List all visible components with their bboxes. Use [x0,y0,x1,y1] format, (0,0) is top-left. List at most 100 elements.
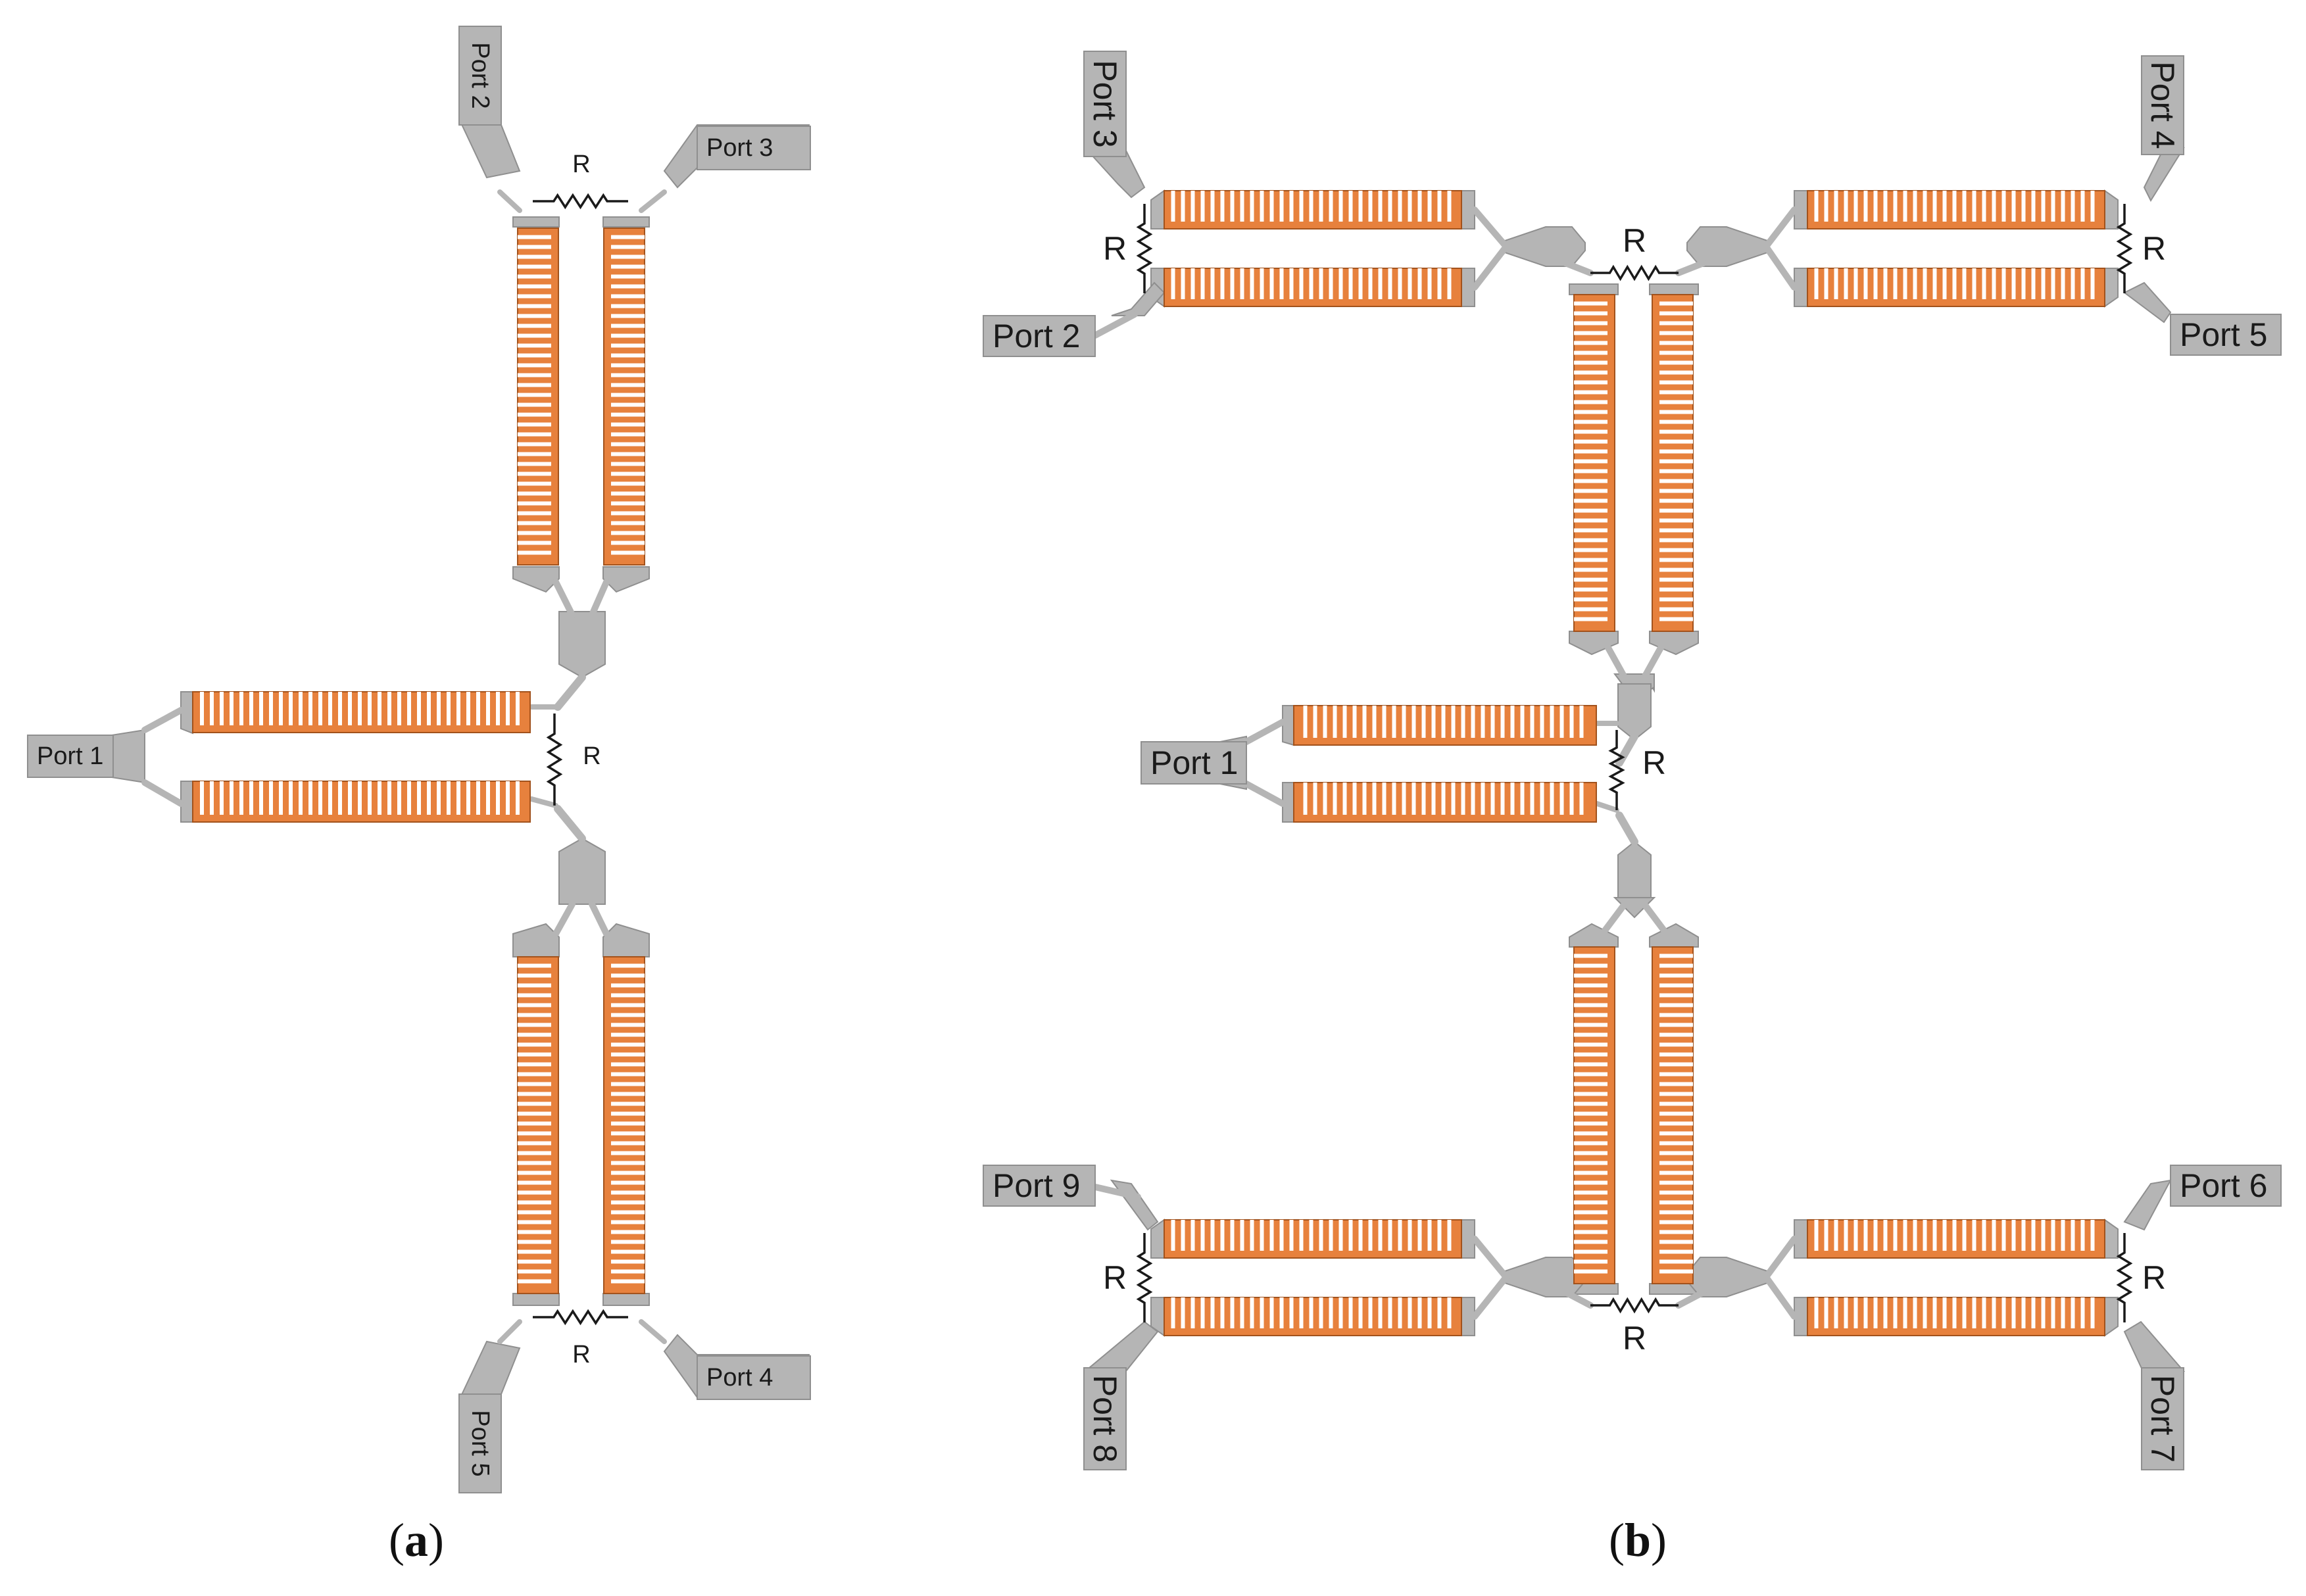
b-tr-upper-coupler-slot [1982,191,1986,222]
b-bl-lower-coupler-slot [1437,1297,1442,1328]
b-mid-res-bot-lead [1594,801,1619,813]
a-mid-lower-coupler-slot [387,781,391,815]
b-mid-lower-coupler-slot [1431,783,1436,815]
b-upper-right-coupler-slot [1659,568,1693,572]
a-top-left-coupler-slot [518,294,551,299]
b-port8: Port 8 [1083,1367,1127,1470]
b-upper-right-coupler-slot [1659,449,1693,454]
b-tr-upper-coupler-slot [2090,191,2095,222]
b-bl-lower-coupler-slot [1299,1297,1304,1328]
a-bot-left-coupler-slot [518,1131,551,1136]
b-upper-left-coupler-slot [1574,301,1607,306]
b-lower-right-coupler-slot [1659,1052,1693,1057]
b-mid-lower-coupler-slot [1550,783,1554,815]
a-bot-right-coupler-slot [611,1190,645,1195]
b-tl-upper-coupler-slot [1398,191,1402,222]
b-br-lower-coupler-slot [1932,1297,1937,1328]
b-br-upper-coupler-slot [1942,1220,1947,1251]
a-top-right-coupler-slot [611,541,645,545]
b-upper-left-coupler-slot [1574,410,1607,414]
b-bl-branch-up [1471,1236,1509,1280]
b-lower-right-coupler-slot [1659,1121,1693,1126]
b-bl-upper-coupler-slot [1348,1220,1353,1251]
b-lower-right-coupler-slot [1659,1032,1693,1037]
b-tr-upper-coupler-slot [1942,191,1947,222]
b-tr-upper-coupler-slot [1873,191,1878,222]
a-port1: Port 1 [27,735,114,778]
b-br-lower-coupler-slot [1972,1297,1976,1328]
a-port3-line [639,189,667,213]
b-tr-upper-coupler-slot [1992,191,1996,222]
b-upper-left-coupler-slot [1574,360,1607,365]
a-top-right-coupler-slot [611,412,645,417]
a-mid-upper-coupler-slot [249,692,253,725]
b-lower-right-coupler-slot [1659,1200,1693,1205]
a-mid-upper-coupler-slot [486,692,490,725]
a-bot-right-coupler-slot [611,1111,645,1116]
b-bl-to-center [1562,1289,1594,1309]
b-lower-left-coupler-slot [1574,1131,1607,1136]
b-bl-upper-coupler-slot [1378,1220,1383,1251]
b-mid-resistor [1608,730,1625,810]
b-bl-lower-coupler-slot [1408,1297,1412,1328]
a-top-right-coupler-slot [611,314,645,318]
b-tr-lower-coupler-slot [1814,268,1819,299]
a-top-left-coupler-slot [518,442,551,447]
b-tr-lower-coupler-slot [2041,268,2046,299]
a-top-left-coupler-slot [518,254,551,259]
a-mid-res-bot-lead [529,796,558,808]
a-port2-line [497,189,522,213]
a-bot-right-coupler [603,956,645,1294]
b-upper-left-coupler-slot [1574,449,1607,454]
b-bl-upper-coupler-slot [1309,1220,1313,1251]
b-lower-left-coupler-slot [1574,963,1607,968]
b-mid-upper-coupler-slot [1411,706,1416,738]
b-lower-right-coupler-slot [1659,1042,1693,1047]
a-mid-lower-coupler-slot [308,781,312,815]
b-port7: Port 7 [2141,1367,2184,1470]
a-mid-lower-coupler-slot [289,781,293,815]
a-bot-left-coupler-slot [518,1269,551,1274]
b-port3-label: Port 3 [1087,60,1123,147]
b-tl-upper-coupler-slot [1171,191,1175,222]
a-port1-label: Port 1 [37,742,103,770]
b-upper-right-coupler-slot [1659,469,1693,473]
b-upper-branch-right [1641,644,1664,681]
a-top-right-coupler-slot [611,304,645,308]
a-bot-left-cap [512,1293,560,1306]
b-lower-right-coupler-slot [1659,1023,1693,1027]
b-upper-right-coupler-slot [1659,341,1693,345]
a-top-right-coupler-slot [611,531,645,535]
b-tl-upper-coupler-slot [1378,191,1383,222]
b-upper-left-coupler [1573,294,1615,632]
b-tr-upper-coupler-slot [1844,191,1848,222]
b-br-upper-coupler-slot [1844,1220,1848,1251]
b-br-upper-coupler-slot [1863,1220,1868,1251]
caption-a-open-paren: ( [389,1514,405,1566]
b-tl-upper-coupler-slot [1447,191,1452,222]
b-mid-lower-coupler-slot [1402,783,1406,815]
a-bot-right-coupler-slot [611,1141,645,1146]
b-tr-upper-coupler-slot [1903,191,1907,222]
a-mid-lower-coupler-slot [397,781,401,815]
a-top-left-coupler-slot [518,521,551,525]
a-top-left-coupler-slot [518,511,551,516]
a-mid-lower-coupler-slot [358,781,362,815]
a-top-left-coupler-slot [518,314,551,318]
a-bot-left-coupler-slot [518,1259,551,1264]
a-bot-left-coupler-slot [518,1092,551,1096]
a-mid-lower-coupler-slot [368,781,372,815]
b-upper-resistor-label: R [1623,222,1646,259]
a-mid-upper-coupler-slot [516,692,520,725]
b-port4-pad [2141,55,2184,155]
a-mid-lower-coupler-slot [516,781,520,815]
b-upper-left-coupler-slot [1574,607,1607,612]
b-bl-upper-coupler-slot [1269,1220,1274,1251]
b-lower-left-coupler-slot [1574,1190,1607,1195]
b-upper-left-coupler-slot [1574,311,1607,316]
b-tl-upper-coupler-slot [1408,191,1412,222]
b-mid-lower-coupler-slot [1392,783,1396,815]
b-lower-right-head [1649,923,1699,948]
b-bl-lower-coupler-slot [1329,1297,1333,1328]
b-lower-right-coupler-slot [1659,954,1693,958]
